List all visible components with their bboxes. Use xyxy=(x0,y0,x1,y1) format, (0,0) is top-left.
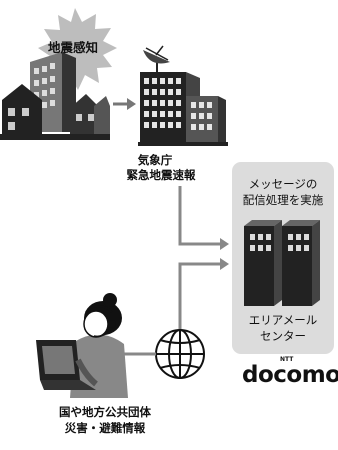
government-label-line1: 国や地方公共団体 xyxy=(59,405,151,419)
area-mail-center-label-line2: センター xyxy=(260,329,306,343)
processing-label-line1: メッセージの xyxy=(248,177,318,191)
jma-alert-label: 緊急地震速報 xyxy=(126,168,196,182)
processing-label-line2: 配信処理を実施 xyxy=(242,193,324,207)
docomo-logo: NTT docomo xyxy=(242,356,338,392)
arrow-to-jma xyxy=(113,98,136,110)
docomo-logo-ntt: NTT xyxy=(280,356,294,363)
quake-sensing-label: 地震感知 xyxy=(48,40,99,55)
connector-lines xyxy=(178,186,222,350)
area-mail-center-label-line1: エリアメール xyxy=(248,313,318,327)
arrow-head-lower xyxy=(220,258,229,270)
docomo-logo-word: docomo xyxy=(242,362,338,388)
operator-with-laptop-icon xyxy=(36,293,128,398)
arrow-head-upper xyxy=(220,238,229,250)
government-label-line2: 災害・避難情報 xyxy=(64,421,146,435)
jma-name-label: 気象庁 xyxy=(137,153,173,167)
city-buildings-icon xyxy=(0,52,110,140)
jma-building-icon xyxy=(138,45,228,146)
server-towers-icon xyxy=(244,220,320,306)
globe-icon xyxy=(155,329,205,379)
